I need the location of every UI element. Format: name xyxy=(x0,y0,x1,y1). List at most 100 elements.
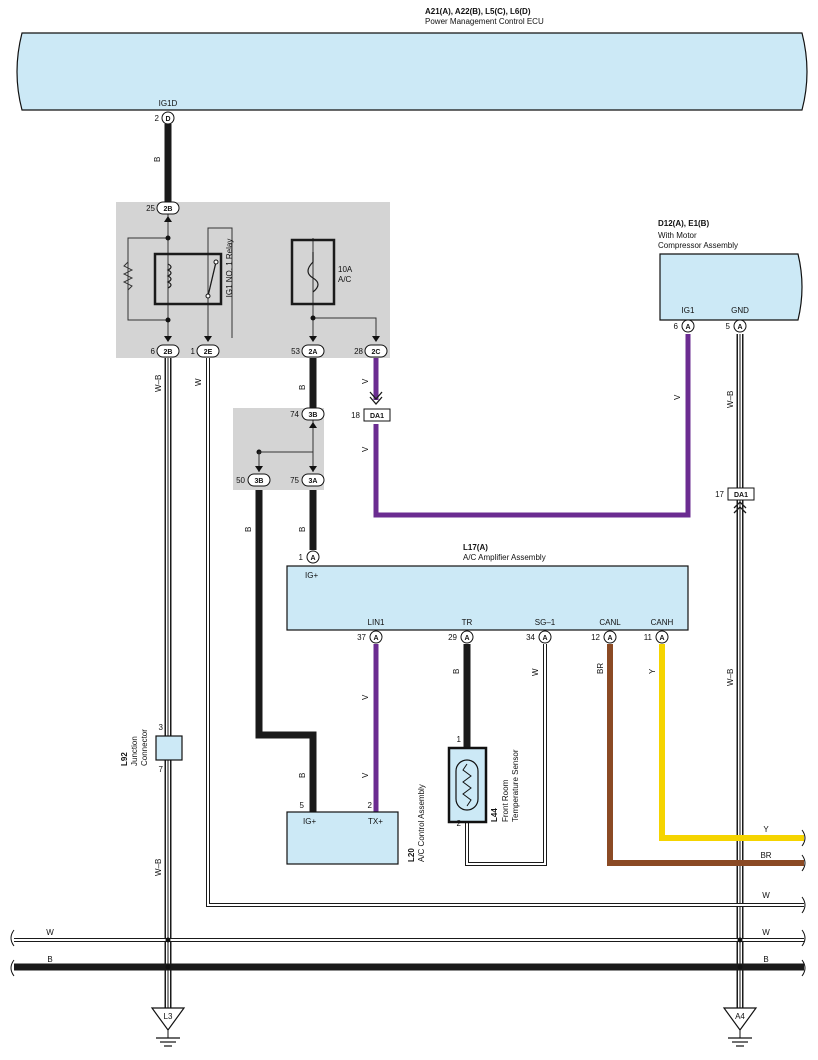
wire-3b-50 xyxy=(255,490,317,812)
junc-pin-bottom: 7 xyxy=(159,765,164,774)
ecu-box xyxy=(16,32,808,111)
pin-arrows xyxy=(164,216,380,472)
pin-comp-6-no: 6 xyxy=(674,322,679,331)
comp-codes: D12(A), E1(B) xyxy=(658,219,709,228)
pin-ecu-no: 2 xyxy=(155,114,160,123)
pin-2e-1-letter: 2E xyxy=(204,349,213,356)
amp-pin-name-4: CANH xyxy=(651,618,674,627)
ecu-pin-name: IG1D xyxy=(159,99,178,108)
sensor-element xyxy=(455,759,479,811)
wc-right-w: W xyxy=(762,891,770,900)
ground-right-label: A4 xyxy=(735,1012,745,1021)
ground-right xyxy=(722,1007,758,1047)
pin-3b-74-no: 74 xyxy=(290,410,299,419)
pin-amp-29-no: 29 xyxy=(448,633,457,642)
wc-relay-left: W–B xyxy=(154,375,163,392)
comp-pin-gnd: GND xyxy=(731,306,749,315)
wc-purple-right: V xyxy=(673,394,682,400)
amp-pin-name-0: LIN1 xyxy=(368,618,385,627)
wc-ecu-down: B xyxy=(153,157,162,162)
pin-2c-28-letter: 2C xyxy=(372,349,381,356)
amp-name: A/C Amplifier Assembly xyxy=(463,553,546,562)
amp-pin-name-3: CANL xyxy=(599,618,621,627)
connector-arrow-18 xyxy=(369,391,383,405)
wc-purple-mid: V xyxy=(361,446,370,452)
sensor-line2: Temperature Sensor xyxy=(511,749,520,822)
pin-2a-53-no: 53 xyxy=(291,347,300,356)
pin-amp-34 xyxy=(538,630,552,644)
ctrl-pin-ig: IG+ xyxy=(303,817,316,826)
pin-comp-5-no: 5 xyxy=(726,322,731,331)
pin-3a-75-no: 75 xyxy=(290,476,299,485)
pin-2b-25-no: 25 xyxy=(146,204,155,213)
wc-relay-w: W xyxy=(194,378,203,386)
pin-3b-50-no: 50 xyxy=(236,476,245,485)
pin-3b-50-letter: 3B xyxy=(255,478,264,485)
pin-comp-5 xyxy=(733,319,747,333)
sensor-resistor xyxy=(462,763,472,807)
pin-amp-29-letter: A xyxy=(464,635,469,642)
fuse-symbol xyxy=(307,252,319,293)
wc-bus-b-left: B xyxy=(47,955,52,964)
relay-block xyxy=(116,202,390,358)
wire-canh xyxy=(659,644,804,841)
pin-amp-12-no: 12 xyxy=(591,633,600,642)
wc-canh: Y xyxy=(648,668,657,674)
pin-amp-11 xyxy=(655,630,669,644)
wire-purple-main xyxy=(373,334,691,518)
right-break-marks xyxy=(10,829,806,977)
pin-3a-75 xyxy=(301,473,325,487)
bus-splice-dots xyxy=(165,937,743,970)
pin-da1-18-letter: DA1 xyxy=(370,413,384,420)
wc-bus-b-right: B xyxy=(763,955,768,964)
wc-bus-w-right: W xyxy=(762,928,770,937)
relay-coil xyxy=(166,263,172,289)
pin-2e-1 xyxy=(196,344,220,358)
pin-amp-12-letter: A xyxy=(607,635,612,642)
connector-arrow-17 xyxy=(733,501,747,514)
pin-2b-6-no: 6 xyxy=(151,347,156,356)
wc-gnd-mid: W–B xyxy=(726,669,735,686)
pin-amp-29 xyxy=(460,630,474,644)
pin-2b-25 xyxy=(156,201,180,215)
ctrl-ig-no: 5 xyxy=(300,801,305,810)
pin-da1-17 xyxy=(727,487,755,501)
junc-line2: Connector xyxy=(140,729,149,766)
pin-amp-11-no: 11 xyxy=(644,633,653,642)
pin-da1-18 xyxy=(363,408,391,422)
junc-line1: Junction xyxy=(130,736,139,766)
comp-line1: With Motor xyxy=(658,231,697,240)
pin-3b-74-letter: 3B xyxy=(309,412,318,419)
comp-pin-ig1: IG1 xyxy=(682,306,695,315)
pin-amp-1 xyxy=(306,550,320,564)
relay-coil-box xyxy=(153,252,223,306)
pin-3a-75-letter: 3A xyxy=(309,478,318,485)
relay-contact xyxy=(205,293,211,299)
pin-2c-28-no: 28 xyxy=(354,347,363,356)
sensor-line1: Front Room xyxy=(501,779,510,822)
wc-j2-left: B xyxy=(244,527,253,532)
wc-ctrl-ig: B xyxy=(298,773,307,778)
wc-lin1: V xyxy=(361,694,370,700)
pin-3b-50 xyxy=(247,473,271,487)
wc-sg1: W xyxy=(531,668,540,676)
pin-3b-74 xyxy=(301,407,325,421)
pin-2a-53-letter: 2A xyxy=(309,349,318,356)
ground-left-label: L3 xyxy=(164,1012,173,1021)
relay-switch xyxy=(207,261,217,297)
fuse-name: A/C xyxy=(338,275,352,284)
ecu-codes: A21(A), A22(B), L5(C), L6(D) xyxy=(425,7,531,16)
amp-igplus: IG+ xyxy=(305,571,318,580)
pin-amp-37-letter: A xyxy=(373,635,378,642)
ctrl-pin-tx: TX+ xyxy=(368,817,383,826)
compressor-box xyxy=(659,253,803,321)
sensor-pin2: 2 xyxy=(457,819,462,828)
pin-da1-17-no: 17 xyxy=(715,490,724,499)
junction-connector xyxy=(155,735,183,761)
control-box xyxy=(286,811,399,865)
wire-sg1 xyxy=(465,644,547,866)
ecu-name: Power Management Control ECU xyxy=(425,17,544,26)
ground-left xyxy=(150,1007,186,1047)
relay-contact xyxy=(213,259,219,265)
wire-w-2e xyxy=(206,358,804,907)
